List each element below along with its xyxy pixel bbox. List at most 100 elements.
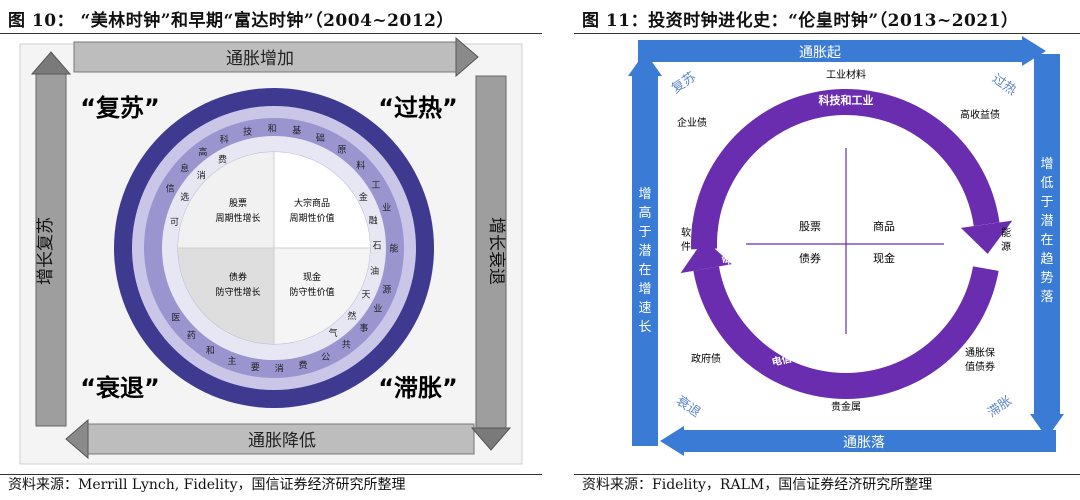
quadrant-tl-asset: 股票 — [229, 198, 247, 209]
ring-label-top: 科技和工业 — [819, 93, 874, 107]
ring-char: 气 — [329, 327, 338, 339]
ring-char: 料 — [356, 160, 365, 172]
ring-char: 费 — [298, 359, 307, 371]
sector-inflation-bonds-1: 通胀保 — [965, 346, 995, 359]
ring-char: 金 — [359, 191, 368, 203]
ring-char: 选 — [180, 191, 189, 203]
ring-arc — [693, 266, 999, 399]
phase-overheat: “过热” — [378, 94, 458, 122]
quadrant-tr — [274, 152, 370, 248]
quadrant-br-asset: 现金 — [303, 271, 321, 283]
title-rule — [0, 33, 542, 34]
arrow-top-label: 通胀起 — [799, 45, 841, 61]
ring-char: 要 — [251, 362, 260, 373]
ring-char: 医 — [171, 312, 180, 323]
quadrant-commodities: 商品 — [873, 219, 895, 233]
ring-char: 药 — [187, 331, 196, 342]
arrow-char: 势 — [1040, 270, 1053, 286]
arrow-bottom-label: 通胀落 — [843, 435, 885, 451]
figure-10-panel: 图 10： “美林时钟”和早期“富达时钟”（2004~2012） 通胀增加 通胀… — [0, 11, 542, 493]
arrow-inflation-up: 通胀增加 — [73, 36, 479, 78]
phase-recession: 衰退 — [673, 393, 703, 421]
ring-char: 天 — [361, 291, 370, 301]
ring-char: 公 — [321, 352, 330, 363]
sector-high-yield: 高收益债 — [960, 108, 1000, 121]
ring-arrowhead — [680, 239, 732, 274]
arrow-char: 高 — [638, 205, 651, 221]
quadrant-bl — [178, 248, 274, 344]
phase-stagflation: “滞胀” — [378, 374, 458, 402]
ring-char: 共 — [342, 339, 351, 350]
ring-char: 工 — [371, 181, 380, 191]
figure-10-title: 图 10： “美林时钟”和早期“富达时钟”（2004~2012） — [8, 11, 454, 31]
figure-11-title: 图 11：投资时钟进化史：“伦皇时钟”（2013~2021） — [582, 11, 1019, 31]
ring-char: 基 — [292, 125, 301, 137]
ring-char: 油 — [370, 265, 379, 277]
ring-label-left: 金融、可选消费 — [718, 196, 754, 267]
sector-energy-2: 源 — [1001, 240, 1011, 253]
ring-char: 息 — [180, 163, 189, 175]
ring-char: 源 — [382, 285, 391, 296]
ring-char: 费 — [218, 153, 227, 165]
arrow-inflation-down: 通胀降低 — [65, 418, 475, 460]
ring-char: 和 — [268, 124, 277, 135]
arrow-char: 趋 — [1040, 252, 1053, 267]
ring-arc — [691, 222, 719, 250]
quadrant-bl-style: 防守性增长 — [215, 286, 260, 298]
quadrant-stocks: 股票 — [799, 220, 821, 233]
sector-inflation-bonds-2: 值债券 — [965, 360, 995, 373]
phase-stagflation: 滞胀 — [985, 394, 1015, 421]
quadrant-bonds: 债券 — [799, 251, 821, 265]
title-rule — [574, 33, 1080, 34]
sector-precious-metals: 贵金属 — [831, 400, 861, 413]
ring-char: 业 — [382, 203, 391, 214]
ring-char: 然 — [347, 310, 356, 322]
arrow-growth-recovery: 增长复苏 — [30, 51, 72, 427]
figure-11-panel: 图 11：投资时钟进化史：“伦皇时钟”（2013~2021） 通胀起 通胀落 增… — [574, 0, 1080, 500]
arrow-char: 增 — [638, 282, 651, 297]
sector-energy-1: 能 — [1001, 226, 1011, 239]
arrow-char: 落 — [1040, 290, 1053, 305]
arrow-left-label: 增长复苏 — [36, 217, 56, 285]
source-rule — [574, 474, 1080, 475]
figure-11-source: 资料来源：Fidelity，RALM，国信证券经济研究所整理 — [582, 477, 933, 493]
ring-char: 信 — [166, 183, 175, 195]
arrow-inflation-rise: 通胀起 — [638, 36, 1046, 66]
ring-label-bottom: 电信、可选消费、医药和公共事业 — [771, 325, 920, 369]
ring-char: 能 — [389, 243, 398, 255]
arrow-char: 在 — [638, 263, 651, 278]
phase-recovery: 复苏 — [668, 69, 698, 97]
arrow-char: 低 — [1040, 176, 1053, 191]
arrow-char: 增 — [1040, 157, 1053, 172]
arrow-char: 潜 — [1040, 214, 1053, 229]
ring-arc — [691, 88, 1000, 233]
arrow-inflation-fall: 通胀落 — [660, 426, 1056, 456]
ring-char: 科 — [220, 133, 229, 145]
sector-industrial-materials: 工业材料 — [826, 68, 866, 81]
ring-char: 石 — [372, 242, 381, 252]
arrow-char: 速 — [638, 301, 651, 316]
merrill-clock-diagram: 通胀增加 通胀降低 增长复苏 增长衰退 “复苏” “过热” “衰退” “滞胀” — [19, 36, 523, 465]
ring-char: 融 — [369, 215, 378, 226]
purple-clock-ring — [680, 88, 1013, 399]
phase-overheat: 过热 — [989, 72, 1019, 99]
ring-arrowhead — [960, 220, 1013, 254]
ring-char: 和 — [206, 345, 215, 356]
arrow-char: 潜 — [638, 244, 651, 259]
arrow-top-label: 通胀增加 — [226, 49, 294, 69]
phase-recession: “衰退” — [80, 374, 160, 402]
ring-char: 原 — [337, 145, 346, 156]
quadrant-tr-style: 周期性价值 — [289, 212, 334, 224]
arrow-char: 于 — [1040, 195, 1053, 210]
quadrant-br-style: 防守性价值 — [289, 286, 334, 298]
source-rule — [0, 474, 542, 475]
quadrant-bl-asset: 债券 — [229, 271, 247, 283]
quadrant-tr-asset: 大宗商品 — [294, 197, 330, 209]
phase-recovery: “复苏” — [80, 94, 160, 122]
arrow-right-label: 增长衰退 — [486, 217, 506, 285]
